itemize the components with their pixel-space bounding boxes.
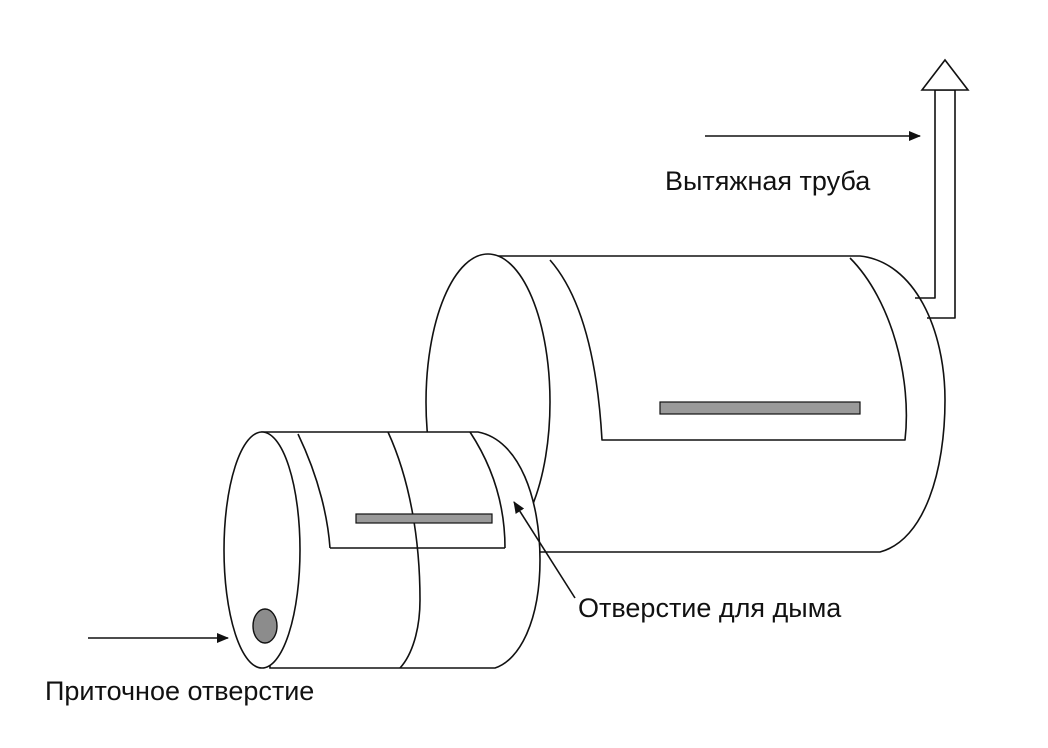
large-barrel-door <box>549 257 908 441</box>
small-barrel-body <box>261 431 541 669</box>
small-barrel-end-cap <box>223 431 301 669</box>
exhaust-pipe-outline <box>915 89 956 319</box>
intake-hole <box>252 608 278 644</box>
exhaust-pipe-label: Вытяжная труба <box>665 166 871 196</box>
large-barrel-slot <box>659 401 861 415</box>
exhaust-pipe-tip <box>920 58 970 91</box>
intake-opening-label: Приточное отверстие <box>45 676 314 706</box>
arrows <box>88 131 921 643</box>
small-barrel-band-mid <box>387 431 421 669</box>
small-barrel-slot <box>355 513 493 524</box>
smoke-opening-arrow <box>513 501 576 599</box>
exhaust-pipe <box>915 58 970 319</box>
smoke-opening-label: Отверстие для дыма <box>578 593 842 623</box>
small-barrel-band-right <box>469 431 506 549</box>
small-barrel-band-left <box>297 433 331 549</box>
small-barrel <box>223 431 541 669</box>
